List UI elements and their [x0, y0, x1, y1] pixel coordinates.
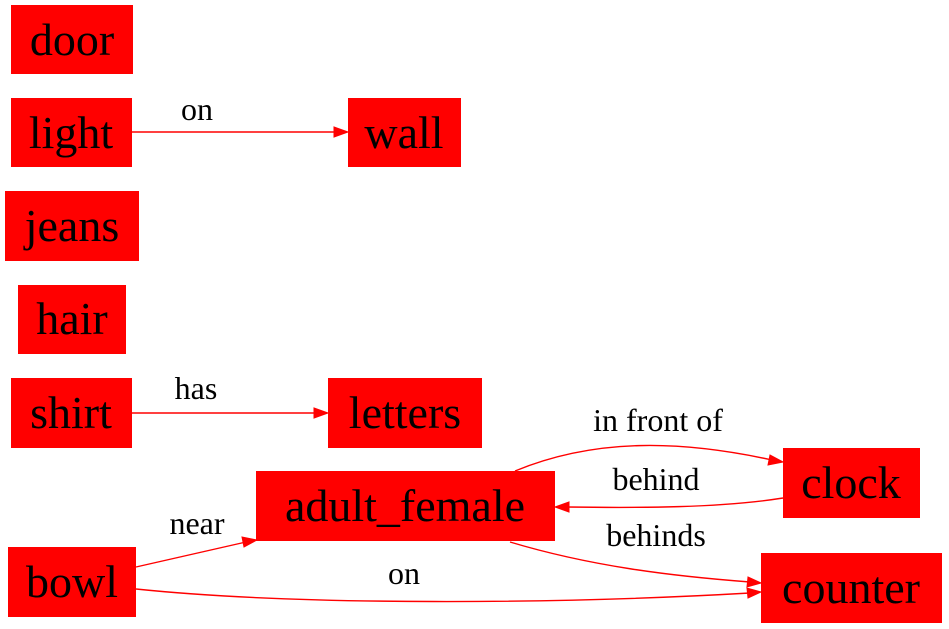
- node-label-bowl: bowl: [26, 556, 118, 607]
- node-jeans: jeans: [5, 191, 139, 261]
- edge-shirt-letters: has: [132, 370, 330, 419]
- edge-label-bowl-adult_female: near: [169, 505, 224, 541]
- edge-label-bowl-counter: on: [388, 555, 420, 591]
- node-label-wall: wall: [364, 107, 443, 158]
- node-bowl: bowl: [8, 547, 136, 617]
- node-label-jeans: jeans: [23, 200, 120, 251]
- edge-label-adult_female-clock: in front of: [593, 402, 723, 438]
- edge-label-clock-adult_female: behind: [612, 461, 699, 497]
- edge-label-adult_female-counter: behinds: [606, 517, 706, 553]
- node-letters: letters: [328, 378, 482, 448]
- node-label-shirt: shirt: [30, 387, 112, 438]
- edge-light-wall: on: [132, 91, 350, 138]
- node-door: door: [11, 5, 133, 74]
- edge-bowl-adult_female: near: [135, 505, 259, 568]
- node-label-counter: counter: [782, 562, 920, 613]
- node-label-adult_female: adult_female: [285, 480, 525, 531]
- edge-adult_female-counter: behinds: [509, 517, 763, 588]
- node-counter: counter: [761, 553, 942, 623]
- edge-adult_female-clock: in front of: [514, 402, 785, 472]
- node-label-door: door: [30, 14, 114, 65]
- node-shirt: shirt: [11, 378, 132, 448]
- node-hair: hair: [18, 285, 126, 354]
- node-clock: clock: [783, 448, 920, 518]
- node-adult_female: adult_female: [256, 471, 555, 541]
- node-light: light: [11, 98, 132, 167]
- edge-bowl-counter: on: [135, 555, 763, 603]
- edge-clock-adult_female: behind: [553, 461, 784, 513]
- node-wall: wall: [348, 98, 461, 167]
- edge-label-light-wall: on: [181, 91, 213, 127]
- edge-label-shirt-letters: has: [175, 370, 218, 406]
- node-label-light: light: [29, 107, 114, 158]
- node-label-hair: hair: [36, 293, 108, 344]
- node-label-clock: clock: [801, 457, 901, 508]
- node-label-letters: letters: [349, 387, 461, 438]
